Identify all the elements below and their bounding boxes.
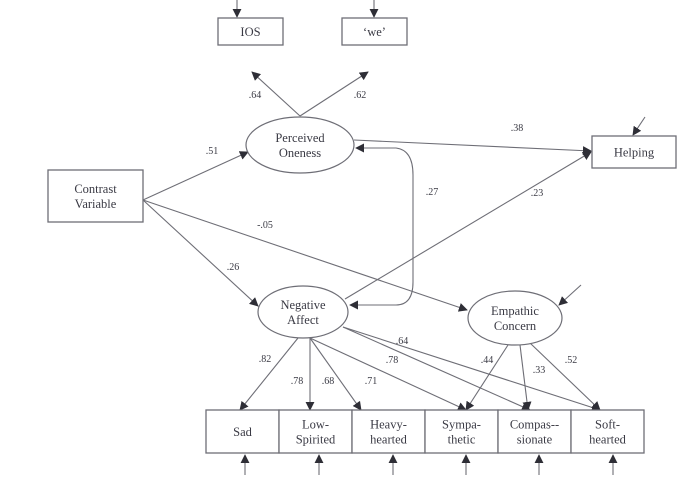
path-contrast-to-negative-affect [142,199,259,307]
path-coefficient: .44 [481,355,494,366]
path-coefficient: -.05 [257,220,273,231]
error-term-arrow-empathic-concern [558,284,582,306]
observed-variable-box [424,409,499,454]
node-label: hearted [589,433,627,447]
node-label: Compas-- [510,418,559,432]
path-coefficient: .78 [386,355,399,366]
node-label: Spirited [296,433,336,447]
node-label: Negative [280,298,326,312]
path-empathic-concern-to-soft-hearted [529,342,601,411]
node-label: ‘we’ [363,25,386,39]
path-empathic-concern-to-sympathetic [465,344,509,411]
node-label: thetic [448,433,476,447]
observed-variable-box [47,169,144,223]
path-coefficient: .38 [511,123,524,134]
path-coefficient: .64 [249,90,262,101]
node-label: Sad [233,425,253,439]
path-coefficient: .33 [533,365,546,376]
path-contrast-to-empathic-concern [142,199,468,312]
node-sympathetic: Sympa-thetic [424,409,499,454]
path-coefficient: .71 [365,376,378,387]
path-empathic-concern-to-compassionate [519,344,532,411]
node-label: Contrast [74,182,117,196]
node-we: ‘we’ [341,17,408,46]
observed-variable-box [570,409,645,454]
error-term-arrow-helping [632,116,646,136]
node-label: Affect [287,313,319,327]
path-negative-affect-to-helping [344,151,592,300]
node-label: Heavy- [370,418,407,432]
path-perceived-oneness-to-ios [251,71,301,117]
observed-variable-box [205,409,280,454]
path-coefficient: .62 [354,90,367,101]
latent-variable-ellipse [467,290,563,346]
observed-variable-box [278,409,353,454]
path-coefficient: .52 [565,355,578,366]
node-low-spirited: Low-Spirited [278,409,353,454]
path-coefficient: .64 [396,336,409,347]
observed-variable-box [217,17,284,46]
node-ios: IOS [217,17,284,46]
path-coefficient: .51 [206,146,219,157]
node-label: IOS [240,25,260,39]
node-label: Perceived [275,131,325,145]
path-perceived-oneness-to-helping [353,139,592,156]
path-negative-affect-to-heavy-hearted [309,337,362,411]
node-label: Oneness [279,146,321,160]
observed-variable-box [591,135,677,169]
node-label: Soft- [595,418,620,432]
path-coefficient: .68 [322,376,335,387]
latent-variable-ellipse [257,285,349,339]
path-coefficient: .82 [259,354,272,365]
node-label: Sympa- [442,418,481,432]
observed-variable-box [497,409,572,454]
observed-variable-box [341,17,408,46]
node-label: hearted [370,433,408,447]
node-soft-hearted: Soft-hearted [570,409,645,454]
path-negative-affect-to-compassionate [342,326,531,411]
path-negative-affect-to-sad [239,337,299,411]
correlation-path-negative-affect-perceived-oneness [349,143,414,310]
node-compassionate: Compas--sionate [497,409,572,454]
node-label: Helping [614,146,655,160]
path-coefficient: .78 [291,376,304,387]
path-negative-affect-to-sympathetic [309,337,467,411]
node-label: Variable [75,197,117,211]
node-helping: Helping [591,135,677,169]
path-negative-affect-to-soft-hearted [342,326,601,412]
observed-variable-box [351,409,426,454]
node-label: Empathic [491,304,539,318]
path-coefficient: .27 [426,187,439,198]
path-contrast-to-perceived-oneness [142,151,249,201]
node-label: Concern [494,319,537,333]
node-sad: Sad [205,409,280,454]
node-label: Low- [302,418,329,432]
path-perceived-oneness-to-we [299,71,369,117]
node-heavy-hearted: Heavy-hearted [351,409,426,454]
node-label: sionate [517,433,553,447]
path-coefficient: .23 [531,188,544,199]
path-coefficient: .26 [227,262,240,273]
latent-variable-ellipse [245,116,355,174]
